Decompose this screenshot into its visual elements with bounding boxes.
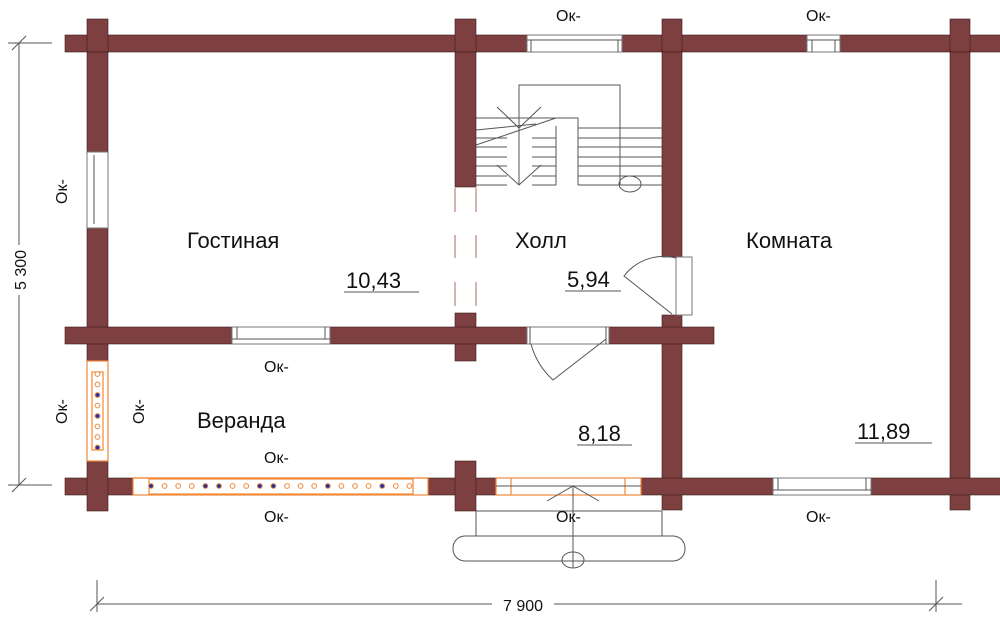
room-name-veranda: Веранда [197, 408, 286, 433]
staircase [475, 84, 662, 193]
window-label: Ок- [806, 509, 831, 526]
glazing-dot [284, 483, 290, 489]
glazing-dot [161, 483, 168, 489]
glazing-dot [188, 483, 195, 489]
walls [64, 18, 1000, 512]
glazing-dot [202, 483, 209, 489]
glazing-dot [229, 483, 236, 489]
window-label: Ок- [264, 359, 289, 376]
room-area-living: 10,43 [346, 268, 401, 293]
veranda-glazing [86, 360, 642, 496]
glazing-dot [216, 483, 222, 489]
glazing-dot [256, 483, 263, 489]
room-name-living: Гостиная [187, 228, 279, 253]
door-veranda [526, 326, 610, 381]
width-dimension-label: 7 900 [503, 598, 543, 615]
glazing-dot [94, 371, 101, 377]
glazing-dot [324, 483, 331, 489]
glazing-dot [270, 483, 277, 489]
dimension-width: 7 900 [89, 580, 962, 615]
window-label: Ок- [556, 509, 581, 526]
room-area-veranda: 8,18 [578, 421, 621, 446]
glazing-dot [338, 483, 345, 489]
glazing-dot [175, 483, 182, 489]
glazing-dot [379, 483, 386, 489]
window-label: Ок- [54, 179, 71, 204]
glazing-dot [297, 483, 304, 489]
room-name-hall: Холл [515, 228, 567, 253]
glazing-dot [392, 483, 399, 489]
glazing-dot [352, 483, 358, 489]
dimension-height: 5 300 [8, 35, 52, 493]
glazing-dot [94, 423, 101, 430]
glazing-dot [94, 392, 101, 398]
glazing-dot [94, 381, 101, 388]
glazing-dot [311, 483, 318, 489]
glazing-dot [94, 413, 101, 419]
door-room [623, 255, 693, 316]
room-name-room: Комната [746, 228, 833, 253]
glazing-dot [365, 483, 372, 489]
room-area-room: 11,89 [857, 419, 910, 444]
windows [86, 34, 872, 496]
room-area-hall: 5,94 [567, 267, 610, 292]
window-label: Ок- [264, 509, 289, 526]
open-passage [454, 188, 477, 306]
window-label: Ок- [131, 399, 148, 424]
porch [452, 485, 686, 569]
window-label: Ок- [556, 8, 581, 25]
glazing-dot [94, 402, 101, 409]
window-label: Ок- [264, 450, 289, 467]
window-label: Ок- [54, 399, 71, 424]
glazing-dot [94, 434, 101, 440]
glazing-dot [406, 483, 413, 489]
glazing-dot [94, 444, 101, 451]
window-label: Ок- [806, 8, 831, 25]
height-dimension-label: 5 300 [13, 250, 30, 290]
glazing-dot [243, 483, 250, 489]
glazing-dot [148, 483, 154, 489]
